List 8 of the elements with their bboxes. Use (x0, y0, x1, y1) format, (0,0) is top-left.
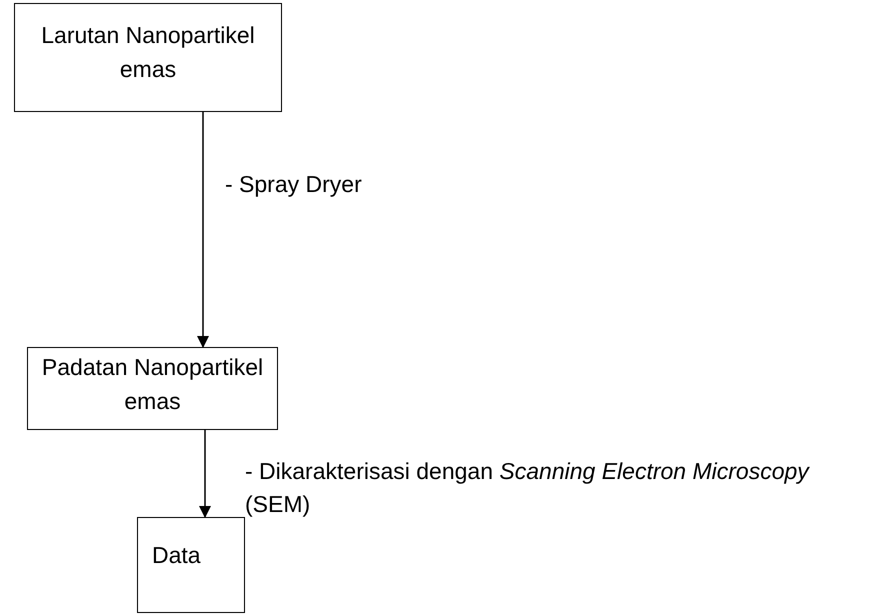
box-text: Padatan Nanopartikel emas (40, 353, 264, 416)
arrow (199, 430, 211, 518)
box-text: Larutan Nanopartikel emas (40, 21, 256, 84)
arrow (197, 112, 209, 348)
process-box (137, 517, 245, 613)
box-text: Data (152, 541, 201, 570)
process-box (14, 3, 282, 112)
process-box (27, 347, 278, 430)
